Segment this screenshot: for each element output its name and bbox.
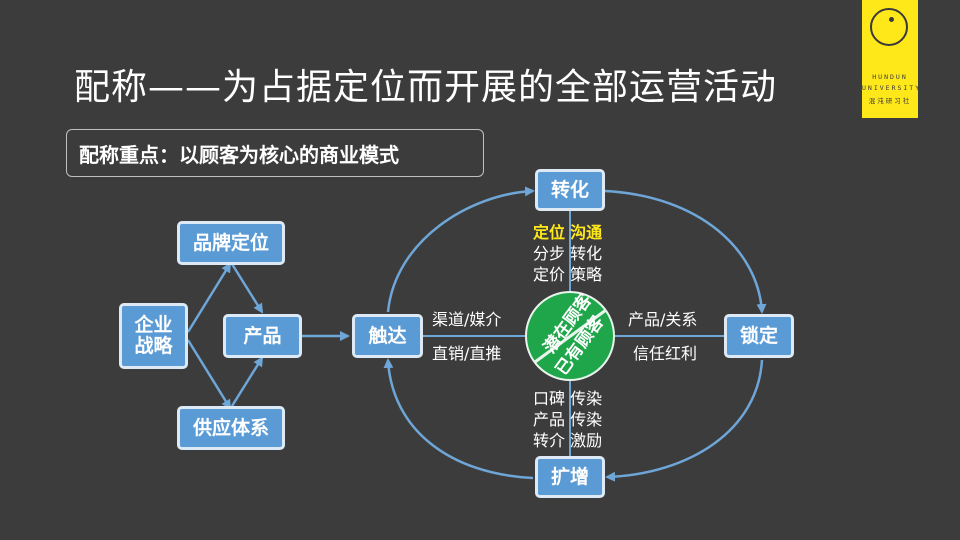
- logo-line-2: UNIVERSITY: [862, 84, 922, 92]
- lock-label-trust: 信任红利: [633, 344, 698, 363]
- lock-label-product: 产品/关系: [628, 310, 698, 329]
- arc-expand-reach: [383, 358, 534, 480]
- node-brand-positioning: 品牌定位: [177, 221, 285, 265]
- arrow-strategy-supply: [186, 339, 232, 410]
- hub-divider: [534, 308, 607, 364]
- page-title: 配称——为占据定位而开展的全部运营活动: [74, 67, 778, 108]
- subtitle-box: 配称重点：以顾客为核心的商业模式: [66, 129, 484, 177]
- expand-label-line-2: 产品 传染: [533, 410, 603, 429]
- convert-label-line-2: 分步 转化: [533, 244, 603, 263]
- arrow-brand-product: [230, 263, 264, 314]
- arrow-supply-product: [230, 356, 264, 407]
- convert-label-line-3: 定价 策略: [533, 265, 603, 284]
- node-supply-system: 供应体系: [177, 406, 285, 450]
- arc-reach-convert: [386, 186, 535, 313]
- node-lock: 锁定: [724, 314, 794, 358]
- brand-logo: HUNDUN UNIVERSITY 混沌研习社: [862, 0, 922, 118]
- label-communication: 沟通: [570, 223, 603, 242]
- arc-lock-expand: [605, 359, 764, 482]
- reach-label-direct: 直销/直推: [432, 344, 502, 363]
- logo-circle-icon: [870, 8, 908, 46]
- node-expand: 扩增: [535, 456, 605, 498]
- label-positioning: 定位: [533, 223, 566, 242]
- node-convert: 转化: [535, 169, 605, 211]
- arrow-strategy-brand: [186, 262, 232, 333]
- node-product: 产品: [223, 314, 302, 358]
- node-reach: 触达: [352, 314, 423, 358]
- logo-line-3: 混沌研习社: [868, 97, 912, 105]
- expand-label-line-1: 口碑 传染: [533, 389, 603, 408]
- logo-line-1: HUNDUN: [872, 73, 908, 81]
- arc-convert-lock: [604, 189, 767, 314]
- expand-label-line-3: 转介 激励: [533, 431, 603, 450]
- node-enterprise-strategy: 企业 战略: [119, 303, 188, 369]
- reach-label-channel: 渠道/媒介: [432, 310, 502, 329]
- subtitle-text: 配称重点：以顾客为核心的商业模式: [79, 142, 399, 167]
- convert-label-line-1: 定位 沟通: [533, 222, 602, 243]
